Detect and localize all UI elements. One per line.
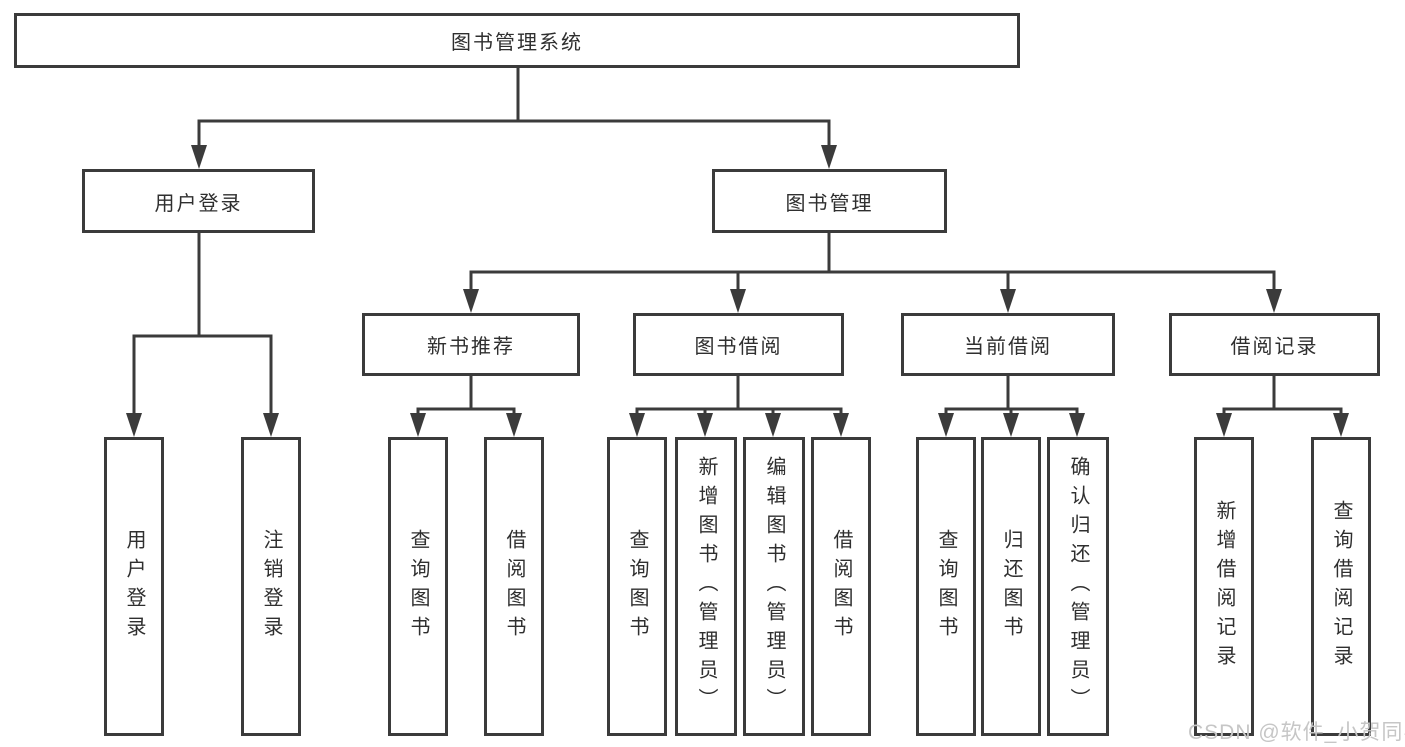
connector-user-login-children <box>126 233 279 437</box>
leaf-borrow-edit: 编辑图书（管理员） <box>743 437 805 736</box>
arrow-down-icon <box>191 145 207 169</box>
arrow-down-icon <box>821 145 837 169</box>
node-root: 图书管理系统 <box>14 13 1020 68</box>
borrow-junction-line <box>635 376 843 417</box>
root-junction-line <box>197 68 831 148</box>
leaf-borrow-query: 查询图书 <box>607 437 667 736</box>
node-book-mgmt-label: 图书管理 <box>785 192 874 215</box>
leaf-borrow-borrow-label: 借阅图书 <box>830 528 852 645</box>
leaf-borrow-add: 新增图书（管理员） <box>675 437 737 736</box>
leaf-records-add-label: 新增借阅记录 <box>1213 499 1235 674</box>
leaf-newbook-borrow-label: 借阅图书 <box>503 528 525 645</box>
leaf-newbook-query-label: 查询图书 <box>407 528 429 645</box>
node-new-book-rec: 新书推荐 <box>362 313 580 376</box>
arrow-down-icon <box>1216 413 1232 437</box>
leaf-current-confirm-label: 确认归还（管理员） <box>1067 456 1089 717</box>
arrow-down-icon <box>629 413 645 437</box>
leaf-current-query: 查询图书 <box>916 437 976 736</box>
leaf-current-confirm: 确认归还（管理员） <box>1047 437 1109 736</box>
leaf-records-query-label: 查询借阅记录 <box>1330 499 1352 674</box>
node-current-borrow-label: 当前借阅 <box>964 336 1052 358</box>
user-login-junction-line <box>132 233 273 416</box>
current-junction-line <box>944 376 1079 417</box>
records-junction-line <box>1222 376 1343 417</box>
node-new-book-rec-label: 新书推荐 <box>427 336 515 358</box>
arrow-down-icon <box>765 413 781 437</box>
leaf-logout: 注销登录 <box>241 437 301 736</box>
leaf-borrow-borrow: 借阅图书 <box>811 437 871 736</box>
connector-book-mgmt-sections <box>463 233 1282 313</box>
connector-current-children <box>938 376 1085 437</box>
arrow-down-icon <box>463 289 479 313</box>
node-root-label: 图书管理系统 <box>451 32 583 54</box>
connector-new-book-children <box>410 376 522 437</box>
leaf-current-return: 归还图书 <box>981 437 1041 736</box>
node-book-mgmt: 图书管理 <box>712 169 947 233</box>
arrow-down-icon <box>1069 413 1085 437</box>
arrow-down-icon <box>126 413 142 437</box>
watermark: CSDN @软件_小贺同学 <box>1188 721 1405 744</box>
node-current-borrow: 当前借阅 <box>901 313 1115 376</box>
leaf-user-login: 用户登录 <box>104 437 164 736</box>
arrow-down-icon <box>1000 289 1016 313</box>
connector-borrow-children <box>629 376 849 437</box>
arrow-down-icon <box>263 413 279 437</box>
new-book-junction-line <box>416 376 516 417</box>
arrow-down-icon <box>730 289 746 313</box>
leaf-user-login-label: 用户登录 <box>123 528 145 645</box>
node-borrow-records: 借阅记录 <box>1169 313 1380 376</box>
arrow-down-icon <box>1333 413 1349 437</box>
node-book-borrow: 图书借阅 <box>633 313 844 376</box>
arrow-down-icon <box>938 413 954 437</box>
leaf-newbook-borrow: 借阅图书 <box>484 437 544 736</box>
arrow-down-icon <box>410 413 426 437</box>
leaf-records-add: 新增借阅记录 <box>1194 437 1254 736</box>
connector-root-to-level2 <box>191 68 837 169</box>
connector-records-children <box>1216 376 1349 437</box>
leaf-borrow-query-label: 查询图书 <box>626 528 648 645</box>
arrow-down-icon <box>697 413 713 437</box>
leaf-newbook-query: 查询图书 <box>388 437 448 736</box>
node-book-borrow-label: 图书借阅 <box>694 336 783 358</box>
leaf-borrow-add-label: 新增图书（管理员） <box>695 456 717 717</box>
node-borrow-records-label: 借阅记录 <box>1230 336 1319 358</box>
leaf-logout-label: 注销登录 <box>260 528 282 645</box>
arrow-down-icon <box>1266 289 1282 313</box>
arrow-down-icon <box>833 413 849 437</box>
arrow-down-icon <box>1003 413 1019 437</box>
book-mgmt-junction-line <box>469 233 1276 292</box>
leaf-current-query-label: 查询图书 <box>935 528 957 645</box>
node-user-login: 用户登录 <box>82 169 315 233</box>
leaf-current-return-label: 归还图书 <box>1000 528 1022 645</box>
leaf-records-query: 查询借阅记录 <box>1311 437 1371 736</box>
arrow-down-icon <box>506 413 522 437</box>
leaf-borrow-edit-label: 编辑图书（管理员） <box>763 456 785 717</box>
node-user-login-label: 用户登录 <box>154 192 243 215</box>
